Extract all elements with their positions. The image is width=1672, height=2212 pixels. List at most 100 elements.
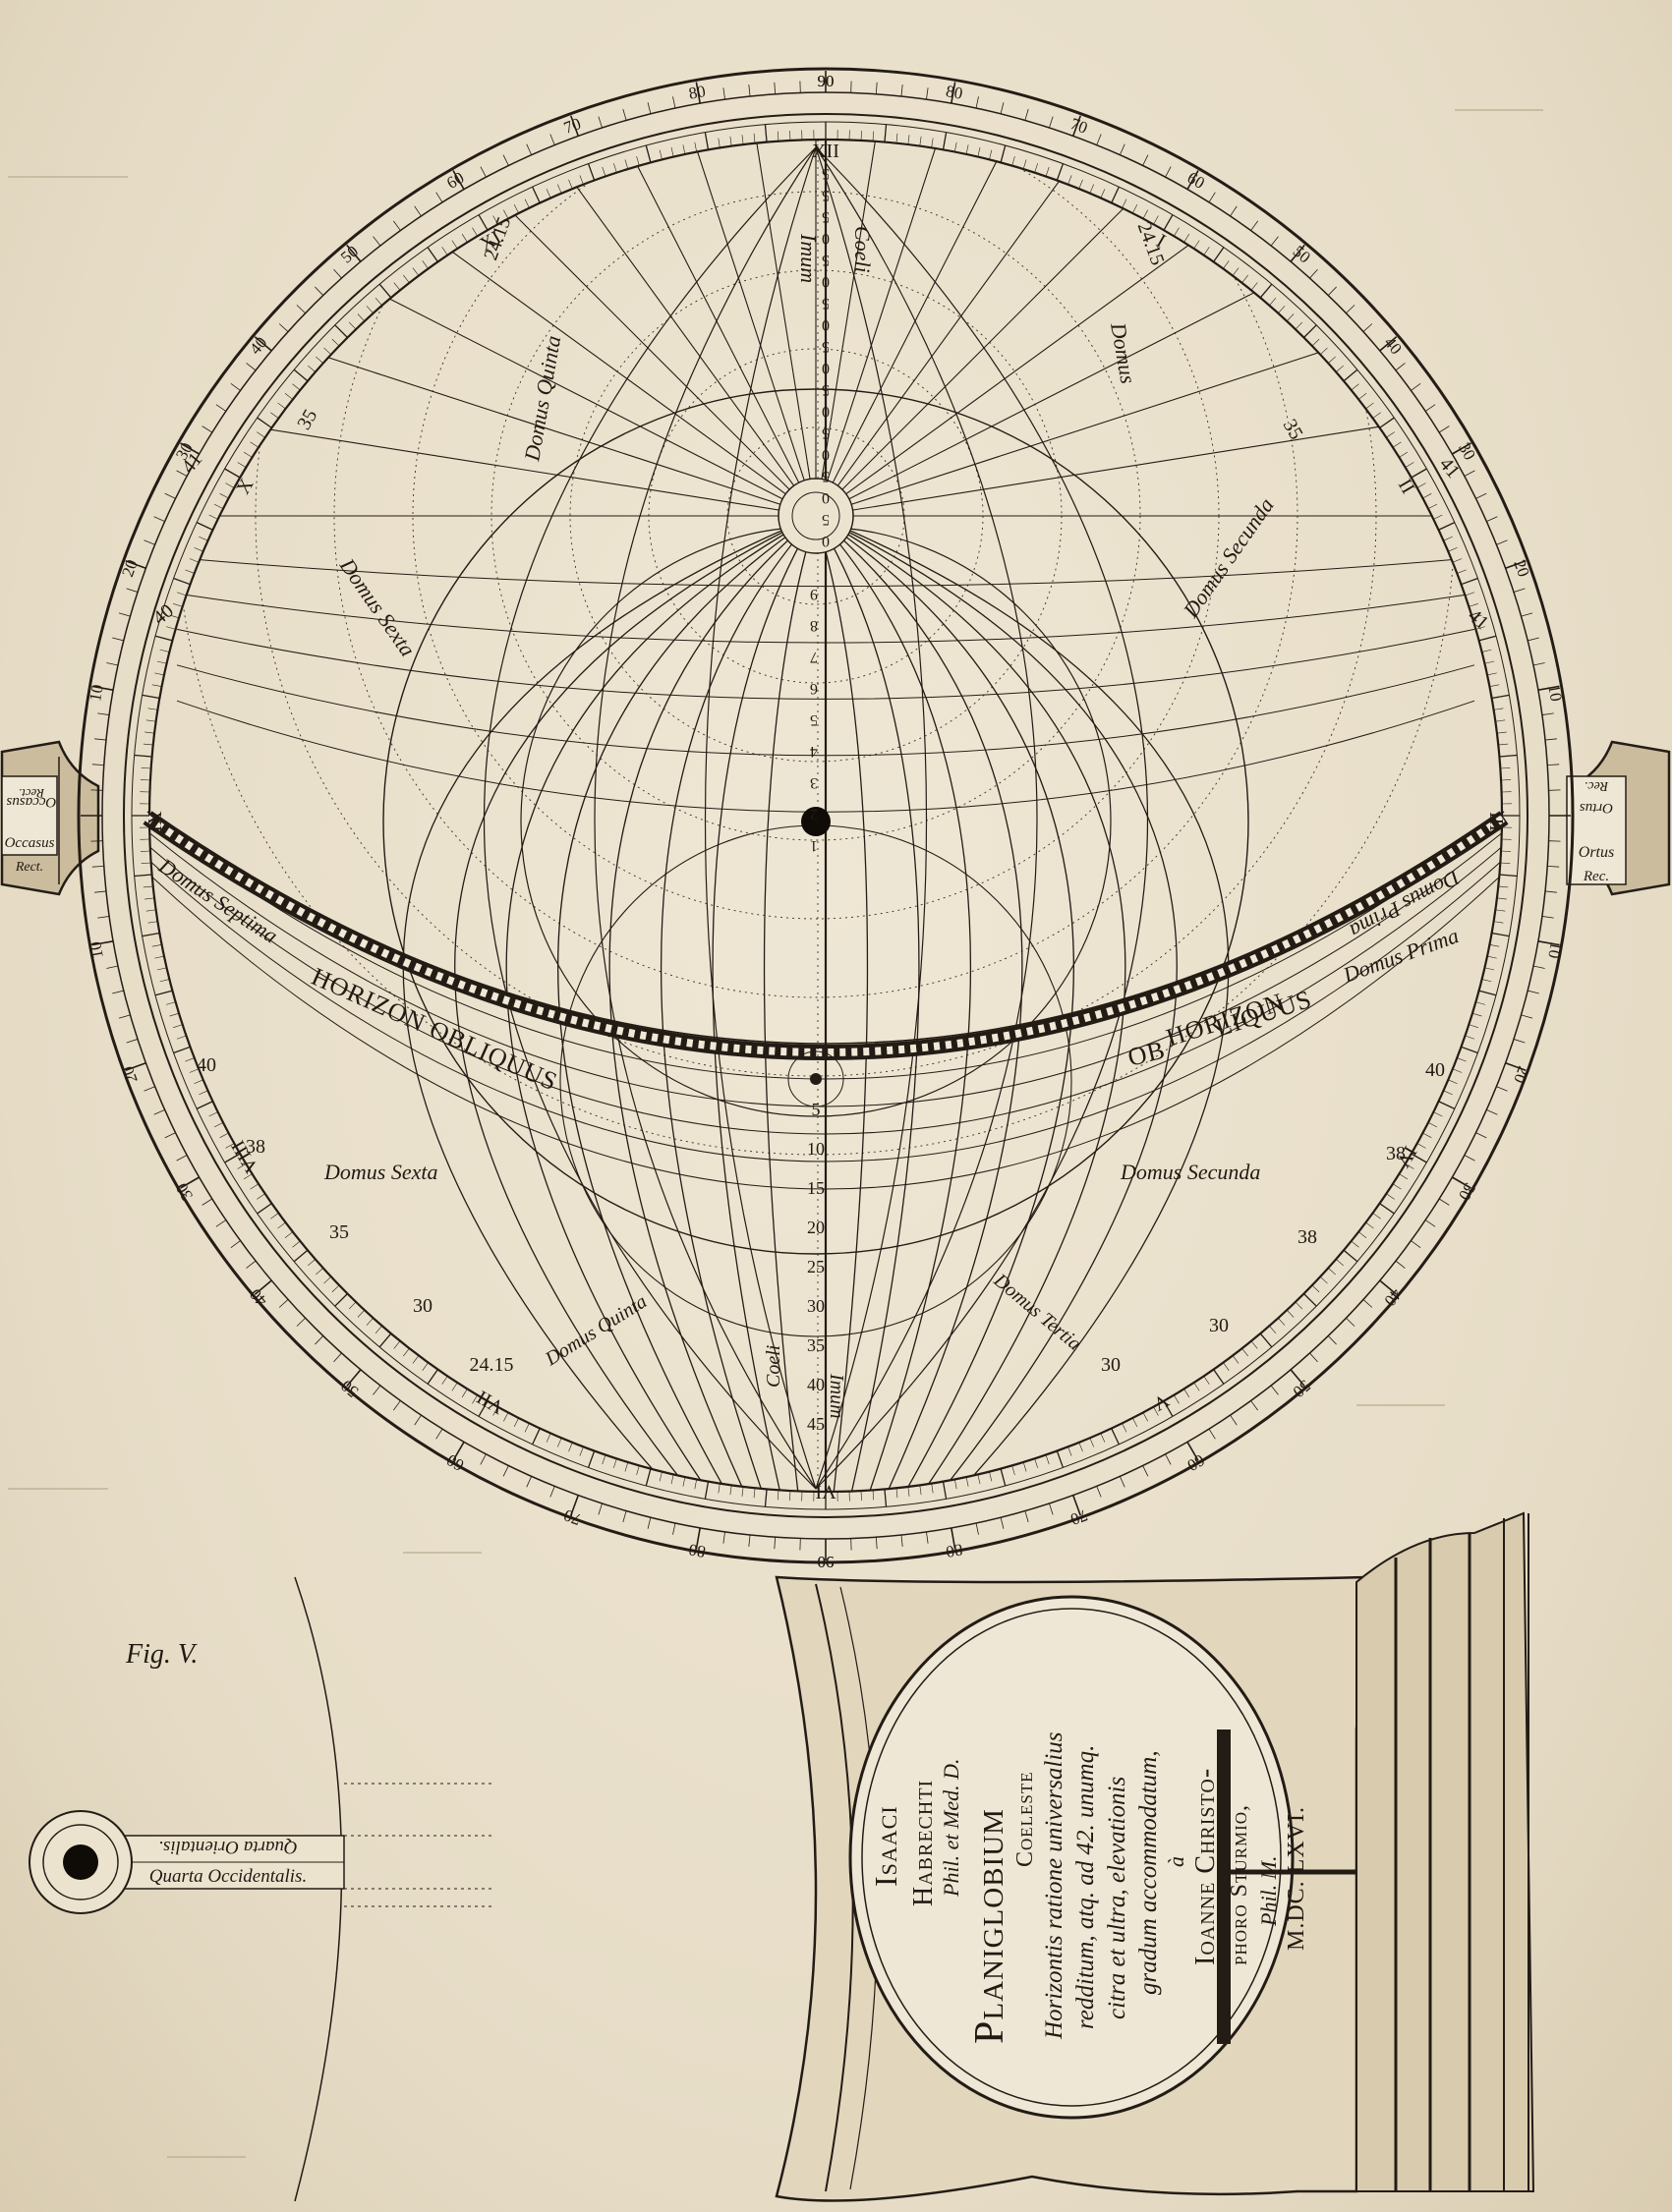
cartouche-line-6: Horizontis ratione universalius	[1041, 1731, 1067, 2040]
left-occasus-label-rot: Occasus	[6, 794, 56, 810]
scale-vertical-8: 8	[810, 617, 818, 634]
latitude-label-30: 30	[1209, 1315, 1229, 1336]
scale-vertical-7: 7	[810, 649, 818, 665]
scale-top-6: 5	[822, 295, 830, 312]
cartouche-line-14: M.DC. LXVI.	[1284, 1806, 1309, 1951]
scale-top-16: 5	[822, 511, 830, 528]
ring-degree-90: 90	[818, 1553, 835, 1571]
ring-degree-80: 80	[945, 82, 964, 103]
scale-bottom-25: 25	[807, 1257, 825, 1276]
meridian-top-coeli: Coeli	[850, 226, 875, 273]
hour-numeral-VII: VII	[473, 1386, 507, 1418]
scale-bottom-5: 5	[812, 1100, 821, 1119]
latitude-label-30: 30	[413, 1295, 432, 1317]
cartouche-line-7: redditum, atq. ad 42. unumq.	[1072, 1745, 1099, 2029]
ring-degree-20: 20	[118, 1063, 142, 1085]
latitude-label-41: 41	[1435, 453, 1465, 482]
cartouche-line-2: Habrechti	[908, 1780, 939, 1906]
cartouche-line-12: phoro Sturmio,	[1227, 1804, 1252, 1965]
latitude-label-40: 40	[148, 600, 177, 630]
ring-degree-10: 10	[1544, 683, 1566, 703]
left-occasus-label: Occasus	[5, 835, 55, 851]
scale-vertical-4: 4	[810, 743, 818, 760]
scale-vertical-2: 2	[810, 806, 818, 822]
latitude-label-24.15: 24.15	[1133, 219, 1169, 268]
cartouche-line-5: Coeleste	[1012, 1771, 1038, 1867]
scale-top-14: 5	[822, 468, 830, 484]
scale-vertical-5: 5	[810, 711, 818, 728]
ring-degree-70: 70	[561, 1505, 583, 1529]
scale-bottom-30: 30	[807, 1296, 825, 1316]
scale-top-11: 0	[822, 403, 830, 420]
projection-net	[149, 140, 1502, 1492]
cartouche-line-8: citra et ultra, elevationis	[1104, 1777, 1130, 2019]
ring-degree-60: 60	[443, 1450, 467, 1475]
ring-degree-80: 80	[945, 1540, 964, 1561]
ring-degree-40: 40	[1380, 333, 1405, 358]
hour-numeral-III: III	[1485, 812, 1507, 831]
right-rec-label: Rec.	[1583, 869, 1609, 884]
ring-degree-70: 70	[561, 114, 583, 138]
scale-top-7: 0	[822, 316, 830, 333]
latitude-label-38: 38	[1386, 1143, 1406, 1164]
ring-degree-10: 10	[86, 940, 107, 960]
fig-v-diagram	[29, 1576, 491, 2202]
latitude-label-35: 35	[293, 406, 321, 433]
scale-bottom-45: 45	[807, 1414, 825, 1434]
latitude-label-38: 38	[246, 1136, 265, 1158]
right-ortus-label: Ortus	[1579, 844, 1614, 861]
scale-top-8: 5	[822, 338, 830, 355]
scale-bottom-35: 35	[807, 1335, 825, 1355]
quarta-orientalis-label: Quarta Orientalis.	[158, 1837, 297, 1857]
ring-degree-10: 10	[1544, 940, 1566, 960]
scale-vertical-1: 1	[810, 837, 818, 854]
ring-degree-90: 90	[818, 1553, 835, 1571]
scale-bottom-40: 40	[807, 1375, 825, 1394]
house-tertia-upper: Domus	[1106, 320, 1141, 386]
house-sexta-upper: Domus Sexta	[334, 553, 420, 661]
cartouche-pedestal	[775, 1511, 1535, 2202]
scale-bottom-15: 15	[807, 1178, 825, 1198]
ring-degree-80: 80	[687, 1540, 707, 1561]
scale-top-15: 0	[822, 489, 830, 506]
scale-top-9: 0	[822, 360, 830, 376]
scale-top-4: 5	[822, 252, 830, 268]
scale-top-3: 0	[822, 230, 830, 247]
house-secunda-upper: Domus Secunda	[1178, 493, 1279, 623]
scale-vertical-3: 3	[810, 774, 818, 791]
ring-degree-70: 70	[1067, 114, 1089, 138]
hour-numeral-II: II	[1394, 476, 1419, 498]
latitude-label-40: 40	[197, 1054, 216, 1076]
cartouche-line-10: à	[1164, 1856, 1188, 1867]
ring-degree-90: 90	[818, 72, 835, 90]
celestial-pole	[778, 478, 854, 554]
left-rect-label-top: Rect.	[19, 786, 45, 801]
cartouche-line-9: gradum accommodatum,	[1135, 1750, 1162, 1995]
latitude-label-38: 38	[1297, 1226, 1317, 1248]
scale-top-13: 0	[822, 446, 830, 463]
scale-top-1: 5	[822, 187, 830, 203]
scale-top-17: 0	[822, 533, 830, 549]
house-tertia-label: Domus Tertia	[989, 1269, 1085, 1354]
scale-top-0: 5	[822, 165, 830, 182]
ring-degree-40: 40	[246, 333, 270, 358]
cartouche-line-13: Phil. M.	[1256, 1856, 1281, 1928]
left-rect-label: Rect.	[15, 860, 43, 875]
latitude-label-35: 35	[329, 1221, 349, 1243]
nadir-point	[787, 1050, 844, 1107]
house-sexta-label: Domus Sexta	[323, 1160, 437, 1184]
scale-top-10: 5	[822, 381, 830, 398]
meridian-bottom-imum: Imum	[826, 1373, 847, 1419]
fold-marks	[8, 109, 1543, 2158]
house-quinta-upper: Domus Quinta	[519, 334, 565, 464]
scale-top-12: 5	[822, 425, 830, 441]
hour-numeral-XII: XII	[812, 141, 839, 162]
ring-degree-10: 10	[86, 683, 107, 703]
latitude-label-30: 30	[1101, 1354, 1121, 1376]
cartouche-line-1: Isaaci	[868, 1805, 903, 1887]
scale-bottom-20: 20	[807, 1218, 825, 1237]
house-secunda-label: Domus Secunda	[1120, 1160, 1260, 1184]
zenith-point	[801, 807, 831, 836]
